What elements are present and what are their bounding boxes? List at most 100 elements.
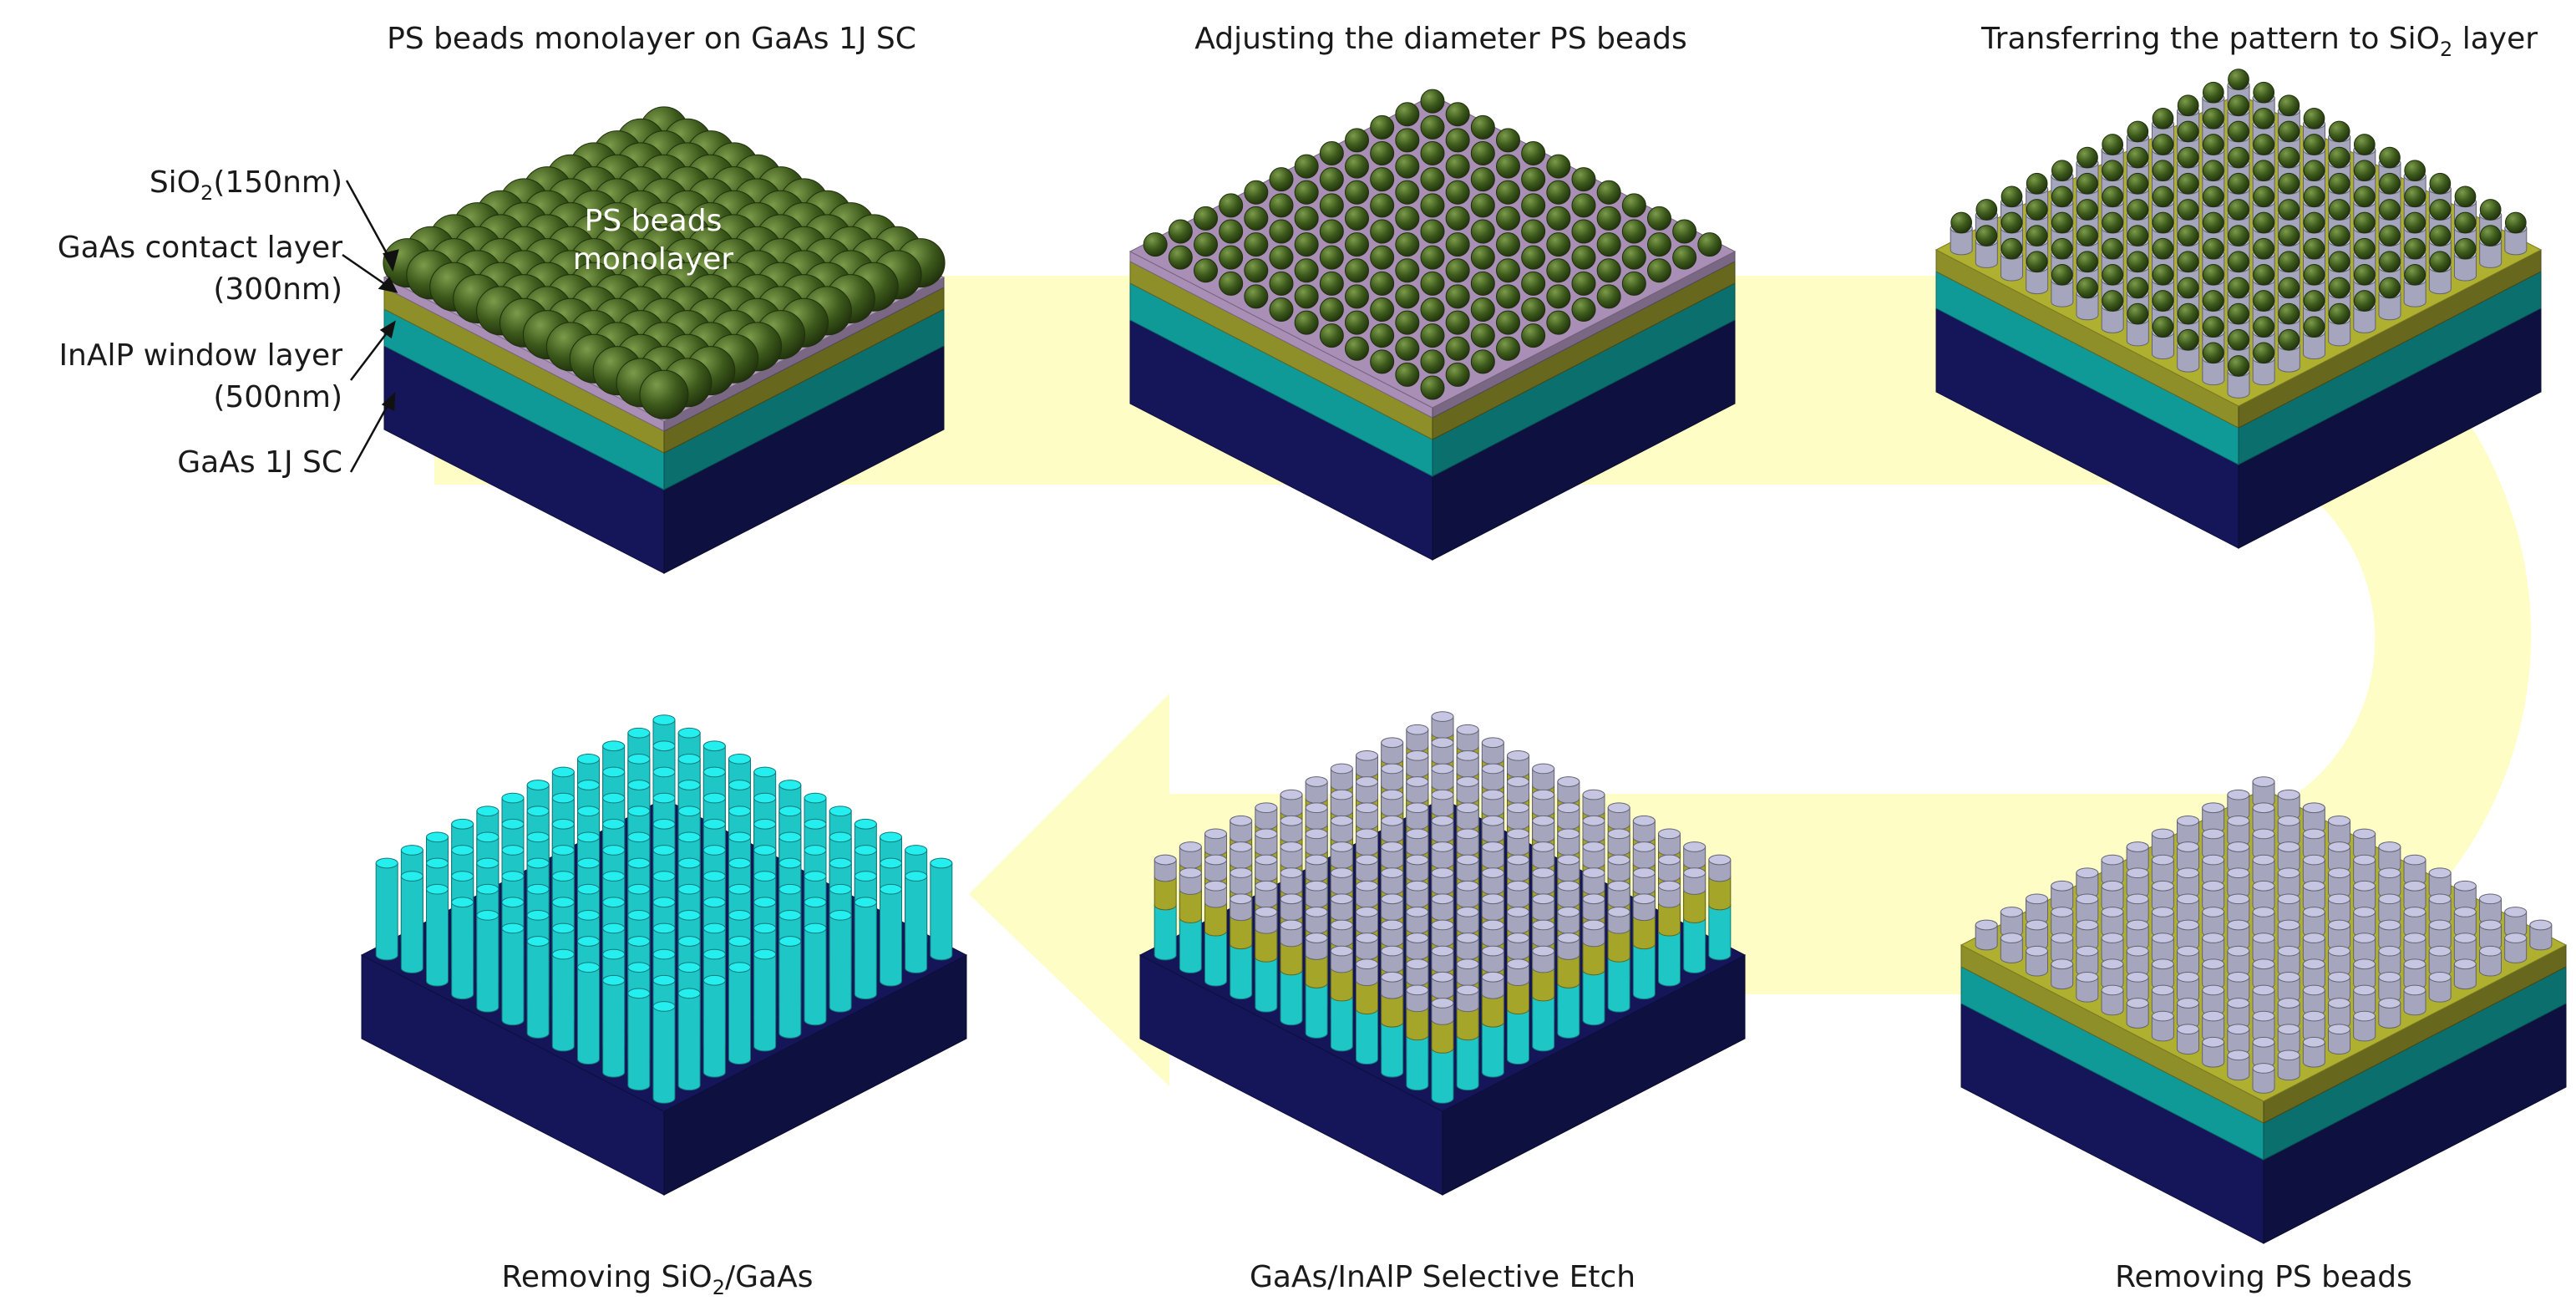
ps-bead [1345,232,1369,257]
pillar [2076,867,2099,899]
ps-beads-label: PS beads [585,204,723,238]
ps-bead [1470,349,1495,374]
step-1-title: PS beads monolayer on GaAs 1J SC [387,22,916,56]
pillar [2302,932,2325,963]
pillar [2051,958,2074,990]
ps-bead [1345,180,1369,205]
pillar [2177,1024,2199,1055]
ps-bead [1420,245,1445,270]
step-5-block [1138,711,1747,1196]
ps-bead [1470,167,1495,192]
pillar [2277,1049,2300,1081]
pillar [2076,277,2099,321]
pillar [2353,290,2376,333]
ps-bead [1269,245,1294,270]
pillar [2126,841,2149,872]
pillar [1381,971,1404,1078]
ps-bead [1672,245,1697,270]
pillar [2328,893,2350,925]
pillar [2101,907,2124,938]
ps-bead [1395,128,1420,153]
ps-bead [1244,258,1269,283]
ps-bead [1345,284,1369,309]
ps-bead [1445,362,1470,387]
gaas-substrate-layer [1960,1003,2567,1244]
ps-bead [1294,206,1319,231]
pillar [2151,854,2174,886]
ps-bead [1219,271,1244,296]
gaas-contact-layer [1935,249,2542,429]
pillar [2353,958,2376,990]
pillar [728,962,751,1065]
step-6-title: Removing SiO2/GaAs [502,1260,814,1299]
pillar [702,974,726,1078]
step-1-block [383,106,946,574]
ps-bead [1319,219,1344,244]
ps-bead [1445,206,1470,231]
pillar [2227,355,2250,399]
ps-bead [1420,89,1445,114]
pillar [2328,302,2351,347]
pillar [778,936,802,1039]
pillar [1507,958,1529,1065]
pillar [2378,867,2401,899]
pillar [2252,880,2275,912]
ps-bead [1571,245,1596,270]
pillar [2328,998,2350,1029]
pillar [2453,880,2477,912]
pillar [2328,1024,2350,1055]
pillar [2328,815,2350,846]
ps-bead [1571,167,1596,192]
ps-bead [1319,271,1344,296]
ps-bead [1319,297,1344,323]
ps-bead [1470,114,1495,140]
pillar [2277,945,2300,977]
ps-bead [1269,297,1294,323]
pillar [2000,907,2023,938]
pillar [476,909,499,1013]
pillar [577,962,600,1065]
ps-bead [1370,349,1395,374]
ps-bead [1395,362,1420,387]
ps-bead [1596,206,1621,231]
pillar [400,871,423,973]
pillar [2277,1024,2300,1055]
ps-bead [1345,310,1369,335]
pillar [2051,907,2074,938]
ps-bead [1496,128,1520,153]
pillar [2227,867,2250,899]
ps-bead [1294,154,1319,179]
ps-bead [1621,219,1646,244]
pillar [501,922,525,1026]
ps-bead [1319,323,1344,348]
ps-bead [1370,271,1395,296]
pillar [2026,893,2048,925]
pillar [2202,828,2225,860]
pillar [652,1001,676,1104]
ps-bead [1269,167,1294,192]
ps-bead [1546,310,1571,335]
ps-bead [1596,232,1621,257]
pillar [753,948,777,1052]
pillar [2202,984,2225,1016]
pillar [2353,828,2376,860]
sio2-pillars [1975,776,2553,1094]
pillar [880,883,902,987]
ps-bead [1571,297,1596,323]
step-3-title: Transferring the pattern to SiO2 layer [1980,22,2538,61]
pillar [2428,919,2452,951]
pillar [2177,893,2199,925]
pillar [2177,998,2199,1029]
ps-bead [1571,271,1596,296]
pillar [1255,906,1278,1013]
ps-bead [1546,232,1571,257]
pillar [2353,1010,2376,1042]
pillar [2202,958,2225,990]
ps-bead [1496,310,1520,335]
step-3-block [1935,69,2543,549]
pillar [2076,919,2099,951]
pillar [1356,958,1378,1065]
pillar [2302,802,2325,834]
ps-bead [1546,258,1571,283]
